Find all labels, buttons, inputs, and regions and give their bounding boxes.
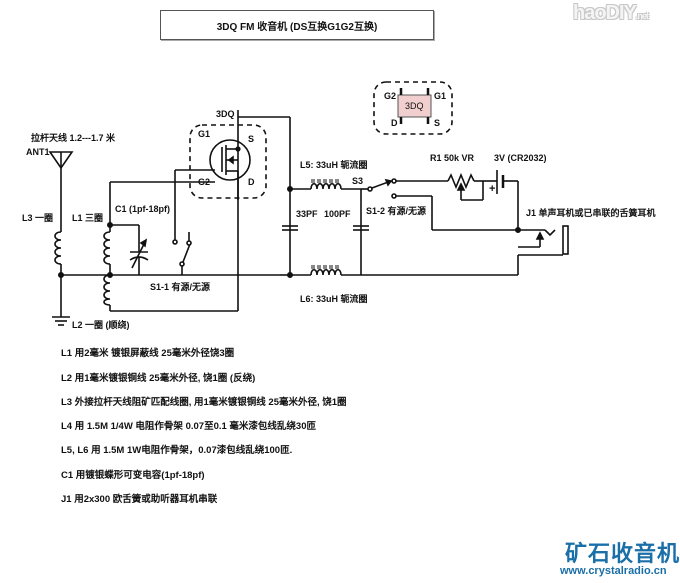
- switch-S1-2[interactable]: [361, 178, 397, 199]
- package-outline: [373, 81, 453, 135]
- pin-G1-label: G1: [198, 129, 211, 139]
- brand-name: 矿石收音机: [565, 541, 680, 566]
- battery: [496, 170, 505, 194]
- note-C1: C1 用镀银蝶形可变电容(1pf-18pf): [61, 470, 205, 481]
- diagram-title: 3DQ FM 收音机 (DS互换G1G2互换): [160, 10, 434, 40]
- S1-1-label: S1-1 有源/无源: [150, 282, 211, 292]
- pin-G2-label: G2: [198, 177, 211, 187]
- coil-L5: [310, 182, 342, 190]
- package-body: [397, 94, 432, 118]
- coil-L3-label: L3 一圈: [22, 213, 54, 223]
- L6-label: L6: 33uH 轭流圈: [300, 294, 368, 304]
- switch-S1-1[interactable]: [179, 232, 192, 275]
- junction: [57, 271, 64, 278]
- L5-label: L5: 33uH 轭流圈: [300, 160, 368, 170]
- ground-symbol: [52, 316, 70, 326]
- brand-url: www.crystalradio.cn: [560, 565, 667, 577]
- battery-plus-sign: +: [489, 183, 496, 195]
- resistor-R1[interactable]: [447, 172, 475, 190]
- cap-33pf-label: 33PF: [296, 209, 318, 219]
- pkg-pin-G1: G1: [434, 91, 447, 101]
- coil-L6: [310, 268, 342, 276]
- cap-100pf-label: 100PF: [324, 209, 351, 219]
- jack-J1: [518, 225, 569, 256]
- note-L3: L3 外接拉杆天线阻矿匹配线圈, 用1毫米镀银铜线 25毫米外径, 饶1圈: [61, 397, 347, 408]
- note-L5-L6: L5, L6 用 1.5M 1W电阻作骨架，0.07漆包线乱绕100匝.: [61, 445, 293, 456]
- transistor-symbol: [209, 139, 251, 181]
- pin-D-label: D: [248, 177, 255, 187]
- note-L2: L2 用1毫米镀银铜线 25毫米外径, 饶1圈 (反绕): [61, 373, 256, 384]
- antenna-ref: ANT1: [26, 147, 50, 157]
- pkg-pin-D: D: [391, 118, 398, 128]
- transistor-outline: [189, 124, 267, 199]
- antenna-label: 拉杆天线 1.2---1.7 米: [31, 133, 116, 143]
- pkg-pin-G2: G2: [384, 91, 397, 101]
- variable-capacitor-C1: [129, 238, 149, 269]
- S1-2-label: S1-2 有源/无源: [366, 206, 427, 216]
- J1-label: J1 单声耳机或已串联的舌簧耳机: [526, 208, 656, 218]
- antenna-symbol: [48, 151, 74, 170]
- note-L1: L1 用2毫米 镀银屏蔽线 25毫米外径饶3圈: [61, 348, 235, 359]
- haodiy-watermark: haoDIY.net: [573, 2, 649, 24]
- note-J1: J1 用2x300 欧舌簧或助听器耳机串联: [61, 494, 218, 505]
- coil-L3: [54, 231, 62, 265]
- coil-L2: [103, 274, 111, 306]
- coil-L2-label: L2 一圈 (顺绕): [72, 320, 130, 330]
- coil-L1: [103, 231, 111, 265]
- note-L4: L4 用 1.5M 1/4W 电阻作骨架 0.07至0.1 毫米漆包线乱绕30匝: [61, 421, 316, 432]
- C1-label: C1 (1pf-18pf): [115, 204, 171, 214]
- R1-label: R1 50k VR: [430, 153, 475, 163]
- battery-label: 3V (CR2032): [494, 153, 547, 163]
- S3-label: S3: [352, 176, 364, 186]
- title-text: 3DQ FM 收音机 (DS互换G1G2互换): [216, 21, 378, 33]
- pkg-label: 3DQ: [405, 101, 424, 111]
- transistor-ref: 3DQ: [216, 109, 235, 119]
- pin-S-label: S: [248, 134, 255, 144]
- coil-L1-label: L1 三圈: [72, 213, 104, 223]
- pkg-pin-S: S: [434, 118, 441, 128]
